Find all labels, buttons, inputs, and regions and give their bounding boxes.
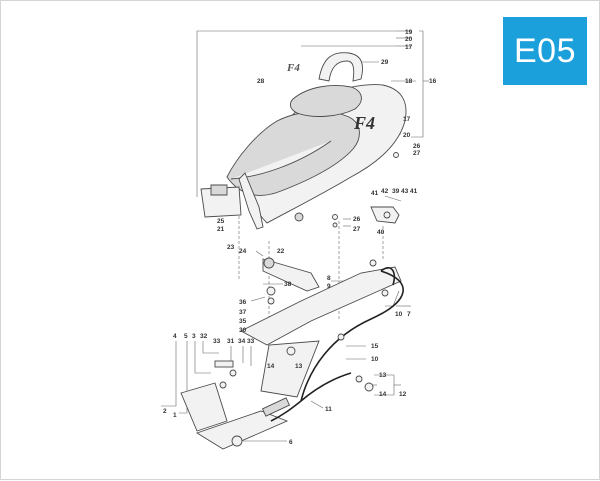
callout-38: 38 <box>284 281 292 288</box>
callout-34: 34 <box>238 338 246 345</box>
callout-19: 19 <box>405 29 413 36</box>
callout-27b: 27 <box>353 226 361 233</box>
leader-lines <box>161 30 429 442</box>
seat-assembly: F4 F4 <box>200 52 407 230</box>
callout-39: 39 <box>392 188 400 195</box>
callout-1: 1 <box>173 412 177 419</box>
callout-43: 43 <box>401 188 409 195</box>
callout-32: 32 <box>200 333 208 340</box>
callout-17b: 17 <box>403 116 411 123</box>
callout-17: 17 <box>405 44 413 51</box>
callout-26: 26 <box>413 143 421 150</box>
callout-27: 27 <box>413 150 421 157</box>
callout-12: 12 <box>399 391 407 398</box>
callout-2: 2 <box>163 408 167 415</box>
callout-14: 14 <box>267 363 275 370</box>
callout-5: 5 <box>184 333 188 340</box>
callout-33b: 33 <box>247 338 255 345</box>
callout-41b: 41 <box>371 190 379 197</box>
section-code-badge: E05 <box>503 17 587 85</box>
callout-14b: 14 <box>379 391 387 398</box>
callout-24: 24 <box>239 248 247 255</box>
callout-28: 28 <box>257 78 265 85</box>
callout-36: 36 <box>239 299 247 306</box>
callout-41: 41 <box>410 188 418 195</box>
side-logo-decal: F4 <box>286 62 300 74</box>
callout-16: 16 <box>429 78 437 85</box>
callout-21: 21 <box>217 226 225 233</box>
callout-8: 8 <box>327 275 331 282</box>
callout-labels: 19 20 17 29 28 18 16 17 20 26 27 42 39 4… <box>163 29 437 446</box>
callout-15: 15 <box>371 343 379 350</box>
callout-10b: 10 <box>371 356 379 363</box>
callout-13: 13 <box>295 363 303 370</box>
tail-logo-decal: F4 <box>353 113 375 133</box>
callout-13b: 13 <box>379 372 387 379</box>
callout-40: 40 <box>377 229 385 236</box>
callout-20: 20 <box>405 36 413 43</box>
callout-6: 6 <box>289 439 293 446</box>
callout-42: 42 <box>381 188 389 195</box>
callout-35: 35 <box>239 318 247 325</box>
callout-31: 31 <box>227 338 235 345</box>
callout-22: 22 <box>277 248 285 255</box>
callout-37: 37 <box>239 309 247 316</box>
callout-29: 29 <box>381 59 389 66</box>
callout-25: 25 <box>217 218 225 225</box>
callout-30: 30 <box>239 327 247 334</box>
callout-18: 18 <box>405 78 413 85</box>
callout-23: 23 <box>227 244 235 251</box>
callout-3: 3 <box>192 333 196 340</box>
callout-7: 7 <box>407 311 411 318</box>
callout-4: 4 <box>173 333 177 340</box>
callout-9: 9 <box>327 283 331 290</box>
callout-33: 33 <box>213 338 221 345</box>
callout-10: 10 <box>395 311 403 318</box>
callout-11: 11 <box>325 406 332 413</box>
frame-and-cables <box>180 257 404 450</box>
callout-26b: 26 <box>353 216 361 223</box>
callout-20b: 20 <box>403 132 411 139</box>
